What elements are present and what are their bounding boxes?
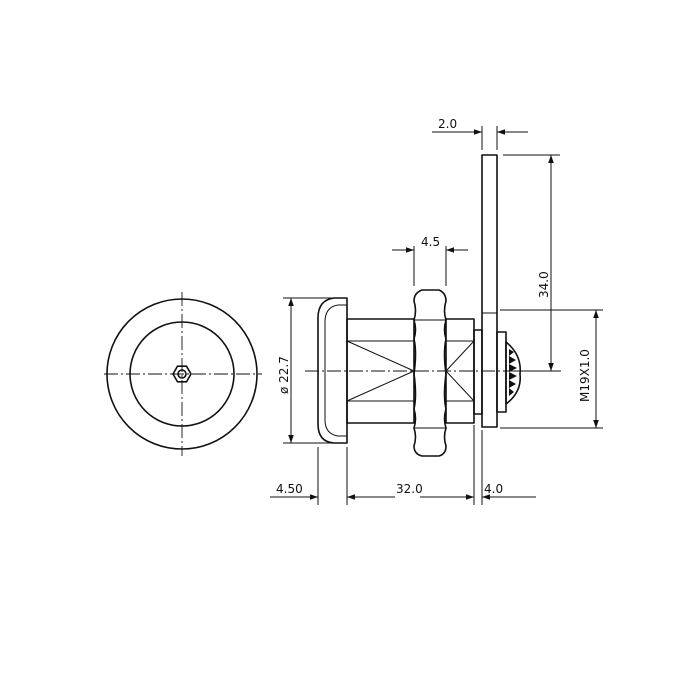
- dim-label-thread: M19X1.0: [578, 349, 592, 402]
- dimension-cam-length: 34.0: [503, 154, 560, 372]
- body-left-diag-2: [346, 370, 415, 402]
- cam-spacer: [473, 329, 483, 415]
- body-left-diag-1: [346, 340, 415, 372]
- body-right-diag-1: [445, 340, 475, 372]
- cam-plate: [481, 154, 498, 428]
- dimension-nut-thickness: 4.5: [392, 235, 468, 286]
- retaining-screw: [505, 341, 522, 405]
- dim-label-cam-offset: 4.0: [484, 482, 503, 496]
- dim-label-flange-diameter: ø 22.7: [277, 356, 291, 394]
- flange-cap-inner: [324, 304, 347, 437]
- body-right-diag-2: [445, 370, 475, 402]
- dimension-flange-diameter: ø 22.7: [277, 297, 343, 444]
- dim-label-nut-thickness: 4.5: [421, 235, 440, 249]
- dim-label-cam-length: 34.0: [537, 271, 551, 298]
- dim-label-cam-thickness: 2.0: [438, 117, 457, 131]
- hex-nut: [413, 289, 447, 457]
- cam-washer: [496, 331, 507, 413]
- front-view: [104, 292, 262, 456]
- dimension-thread: M19X1.0: [500, 309, 603, 429]
- dimension-cam-thickness: 2.0: [432, 117, 528, 150]
- dim-label-flange-thickness: 4.50: [276, 482, 303, 496]
- dimension-lengths: 4.50 32.0 4.0: [270, 425, 536, 505]
- dim-label-body-length: 32.0: [396, 482, 423, 496]
- front-hex-keyway: [172, 365, 192, 383]
- flange-cap: [317, 297, 348, 444]
- retaining-screw-knurl: [509, 349, 517, 396]
- front-key-pin: [177, 369, 187, 379]
- side-view: [305, 154, 562, 457]
